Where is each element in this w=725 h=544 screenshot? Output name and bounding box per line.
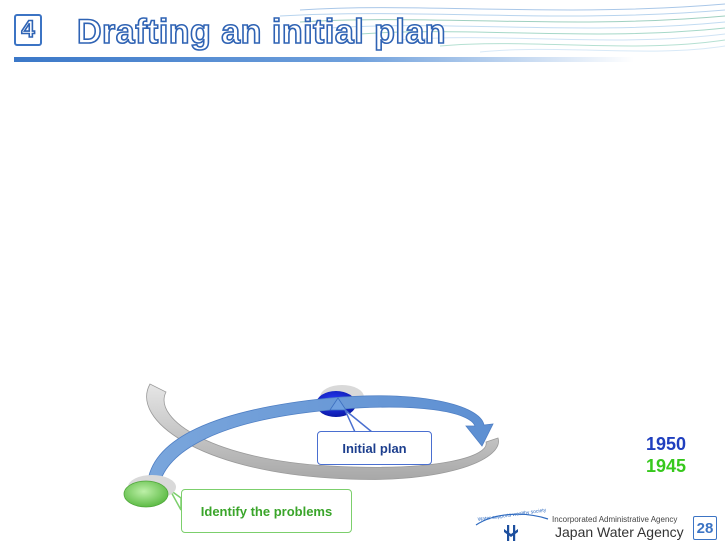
header-wave-decoration <box>279 3 725 53</box>
blue-cycle-arc <box>147 395 494 483</box>
title-underline <box>14 57 634 62</box>
japan-water-agency-logo: Water supports wealthy society <box>475 507 549 541</box>
year-1945-label: 1945 <box>646 456 687 476</box>
section-number: 4 <box>20 15 35 44</box>
gray-cycle-arc <box>146 383 499 480</box>
organization-type: Incorporated Administrative Agency <box>552 515 678 524</box>
year-1950-label: 1950 <box>646 434 687 454</box>
identify-problems-label: Identify the problems <box>200 503 333 519</box>
initial-plan-pointer <box>344 409 375 433</box>
slide-title: Drafting an initial plan <box>76 12 447 52</box>
identify-problems-node <box>123 480 169 508</box>
initial-plan-callout: Initial plan <box>317 431 432 465</box>
up-arrow-icon <box>329 397 347 411</box>
page-number: 28 <box>693 516 717 540</box>
identify-problems-callout: Identify the problems <box>181 489 352 533</box>
section-number-badge: 4 <box>14 14 42 46</box>
logo-slogan: Water supports wealthy society <box>477 507 547 523</box>
organization-name: Japan Water Agency <box>555 524 684 540</box>
initial-plan-label: Initial plan <box>342 440 407 456</box>
